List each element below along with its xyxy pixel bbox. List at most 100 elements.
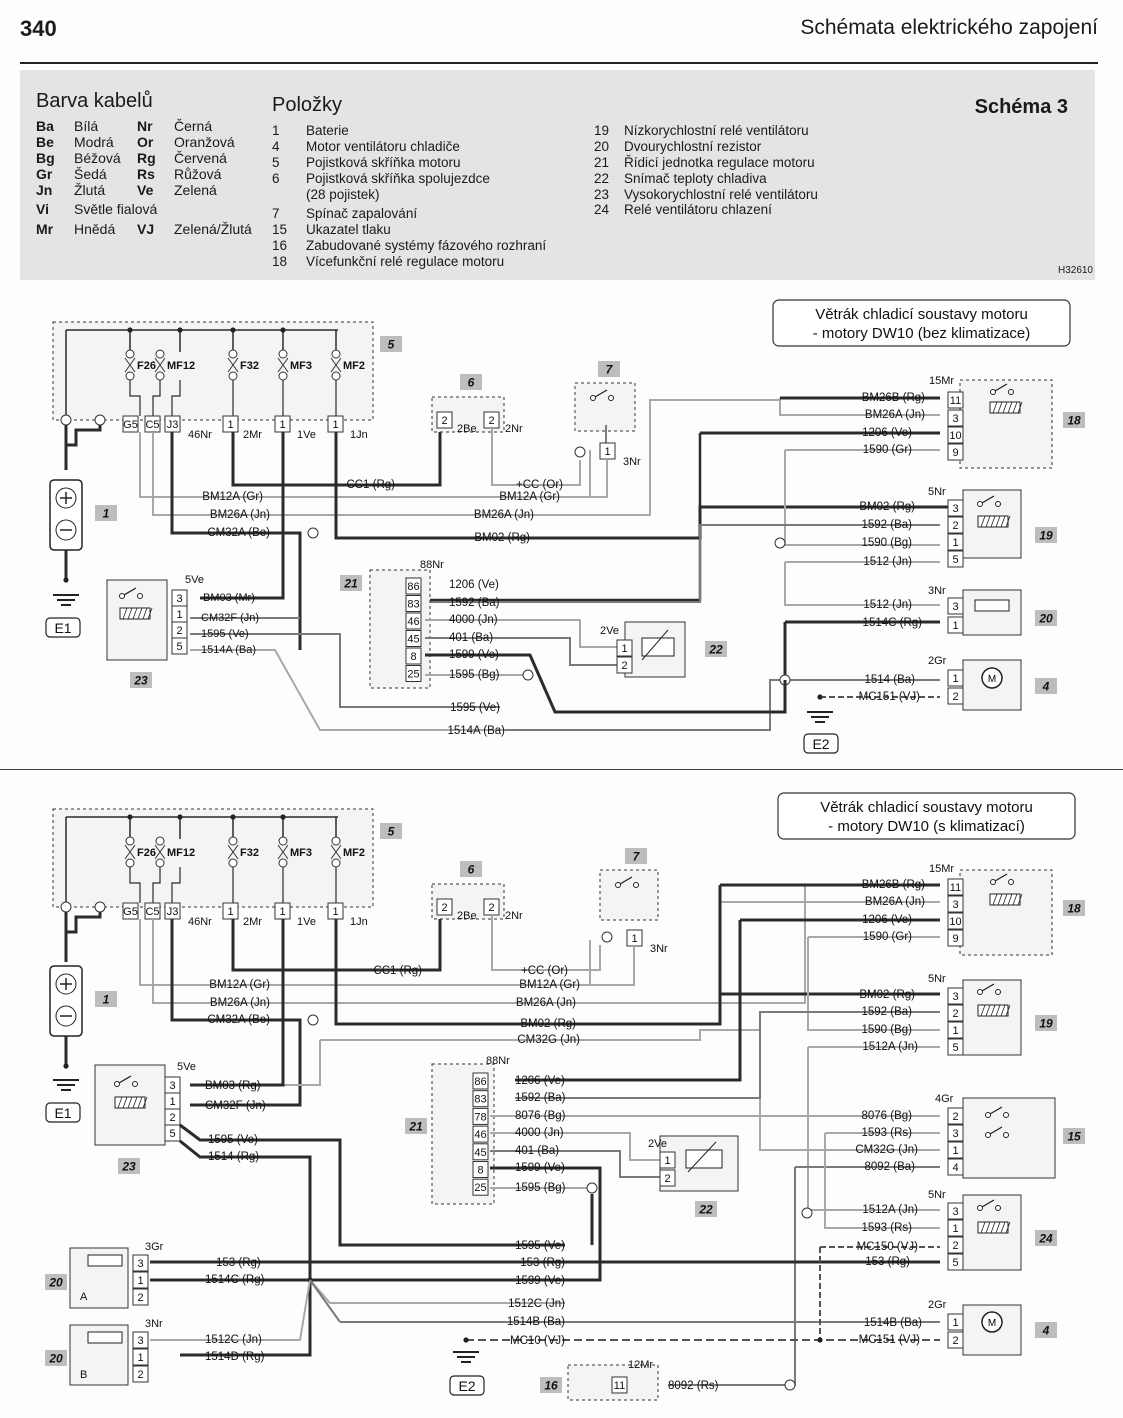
relay-18	[959, 379, 1053, 469]
item-text: Vysokorychlostní relé ventilátoru	[624, 187, 818, 202]
pin	[947, 499, 964, 517]
component-tag-bg	[45, 1350, 67, 1366]
pin-label: 11	[950, 882, 961, 894]
fuse-icon	[228, 836, 238, 846]
connector-ring	[60, 414, 72, 426]
wire-label: BM12A (Gr)	[202, 491, 263, 503]
wire	[170, 432, 302, 650]
pin	[436, 411, 453, 429]
color-name: Bílá	[74, 118, 99, 134]
pin-label: 3	[952, 1128, 958, 1140]
conn-label: 2Mr	[243, 916, 262, 928]
fuse-icon	[331, 858, 341, 868]
pin	[947, 1158, 964, 1176]
fuse-label: MF12	[167, 360, 195, 372]
fuse-label: MF2	[343, 360, 365, 372]
pin-label: 45	[407, 634, 419, 646]
diagram-title-line1: Větrák chladicí soustavy motoru	[815, 306, 1028, 323]
pin	[472, 1178, 489, 1196]
pin	[405, 665, 422, 682]
wire-label: 1206 (Ve)	[862, 914, 912, 926]
wire-label: 4000 (Jn)	[449, 614, 498, 626]
pressure-switch-15	[962, 1097, 1056, 1179]
fuse-icon	[155, 371, 165, 381]
diagram-title-line2: - motory DW10 (bez klimatizace)	[813, 325, 1031, 342]
pin	[472, 1107, 489, 1125]
pin	[616, 656, 633, 674]
wire-label: 1514A (Ba)	[201, 644, 256, 656]
wire-label: CM32A (Be)	[207, 527, 270, 539]
pin-label: 2	[441, 415, 447, 427]
page-header-title: Schémata elektrického zapojení	[800, 16, 1098, 39]
wire	[152, 399, 780, 516]
conn-label: 5Nr	[928, 486, 946, 498]
relay-coil-icon	[142, 607, 148, 620]
color-code: Ba	[36, 118, 54, 134]
pin-label: J3	[167, 906, 179, 918]
fuse-label: F26	[137, 847, 156, 859]
conn-label: 1Jn	[350, 916, 368, 928]
relay-coil-icon	[1005, 1221, 1011, 1234]
motor-icon: M	[988, 1318, 996, 1329]
wire-label: 153 (Rg)	[520, 1257, 565, 1269]
component-tag: 21	[408, 1120, 423, 1134]
item-text: Pojistková skříňka spolujezdce	[306, 171, 490, 186]
wire	[668, 1167, 796, 1386]
wire-label: 1514 (Ba)	[864, 674, 915, 686]
wire-label: 401 (Ba)	[515, 1145, 559, 1157]
pin-label: 83	[407, 599, 419, 611]
component-tag-bg	[1063, 1128, 1085, 1144]
connector-ring	[574, 446, 586, 458]
ground-label: E2	[458, 1378, 475, 1394]
motor-icon: M	[988, 674, 996, 685]
wire-label: CM32G (Jn)	[855, 1144, 918, 1156]
wire-label: BM03 (Rg)	[205, 1080, 261, 1092]
relay-coil-icon	[142, 1096, 148, 1109]
conn-label: 5Ve	[185, 574, 204, 586]
component-tag: 7	[606, 363, 614, 377]
fuse-icon	[278, 836, 288, 846]
pin	[947, 687, 964, 705]
pin	[947, 391, 964, 409]
relay-coil-icon	[127, 607, 133, 620]
relay-coil-icon	[1012, 401, 1018, 414]
pin-label: G5	[123, 906, 138, 918]
ground-label-box	[803, 733, 839, 754]
ignition-switch-7	[574, 382, 636, 432]
conn-label: 1Jn	[350, 429, 368, 441]
item-number: 24	[594, 202, 610, 217]
relay-coil-icon	[997, 401, 1003, 414]
switch-icon	[615, 882, 621, 888]
wire	[152, 867, 161, 903]
junction	[230, 327, 236, 333]
pin-label: 1	[169, 1096, 175, 1108]
component-tag: 18	[1067, 414, 1081, 428]
pin-label: 25	[474, 1182, 486, 1194]
wire-label: 1595 (Bg)	[449, 669, 500, 681]
component-tag: 5	[388, 825, 395, 839]
relay-coil-icon	[1017, 893, 1023, 906]
wire-label: 1599 (Ve)	[449, 649, 499, 661]
wire-label: 1595 (Ve)	[450, 702, 500, 714]
pin-label: 1	[952, 1223, 958, 1235]
wire-label: BM02 (Rg)	[859, 501, 915, 513]
conn-label: 3Gr	[145, 1241, 164, 1253]
fuse-icon	[125, 836, 135, 846]
relay-coil-icon	[997, 893, 1003, 906]
component-tag-bg	[1035, 1230, 1057, 1246]
component-tag-bg	[45, 1274, 67, 1290]
component-tag-bg	[460, 861, 482, 877]
header-rule	[20, 62, 1098, 64]
pin-label: 3	[137, 1335, 143, 1347]
wire-label: 8076 (Bg)	[861, 1110, 912, 1122]
fuse-icon	[125, 858, 135, 868]
wire	[807, 937, 940, 1031]
pin-label: 1	[952, 1145, 958, 1157]
component-tag-bg	[1035, 1322, 1057, 1338]
figure-code: H32610	[1057, 265, 1093, 276]
fuse-icon	[155, 349, 165, 359]
switch-icon	[137, 593, 143, 599]
connector-ring	[307, 527, 319, 539]
wire-label: MC151 (VJ)	[859, 1334, 921, 1346]
